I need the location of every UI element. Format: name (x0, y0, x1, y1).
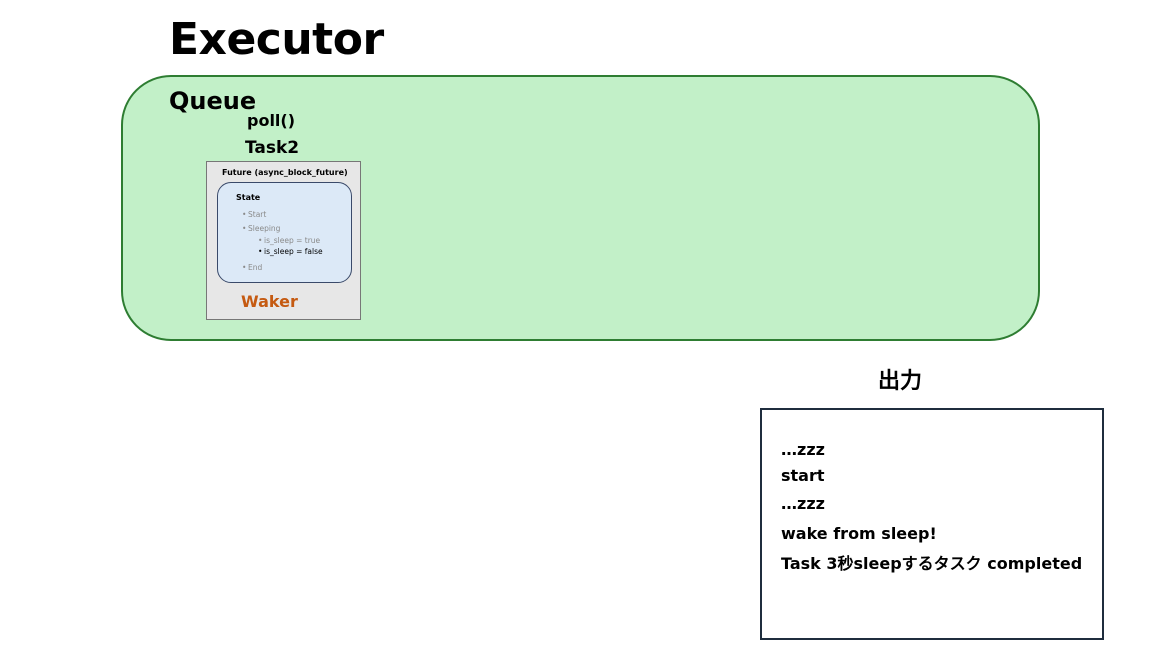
executor-title: Executor (169, 14, 384, 65)
bullet-icon: • (242, 210, 247, 219)
state-item-start: •Start (242, 210, 266, 219)
state-item-is-sleep-true: •is_sleep = true (258, 236, 320, 245)
bullet-icon: • (242, 263, 247, 272)
bullet-icon: • (242, 224, 247, 233)
state-item-label: is_sleep = false (264, 247, 323, 256)
output-box: …zzz start …zzz wake from sleep! Task 3秒… (760, 408, 1104, 640)
output-line: …zzz (781, 440, 825, 459)
bullet-icon: • (258, 247, 263, 256)
output-label: 出力 (878, 369, 923, 394)
state-item-label: Start (248, 210, 267, 219)
output-line: Task 3秒sleepするタスク completed (781, 554, 1083, 573)
future-card: Future (async_block_future) State •Start… (206, 161, 361, 320)
state-item-end: •End (242, 263, 262, 272)
state-box: State •Start •Sleeping •is_sleep = true … (217, 182, 352, 283)
state-item-sleeping: •Sleeping (242, 224, 280, 233)
output-line: wake from sleep! (781, 524, 937, 543)
state-title: State (236, 193, 261, 202)
poll-label: poll() (247, 111, 296, 130)
waker-label: Waker (241, 292, 298, 311)
queue-label: Queue (169, 87, 257, 115)
task-label: Task2 (245, 138, 300, 158)
future-title: Future (async_block_future) (222, 168, 348, 177)
state-item-label: Sleeping (248, 224, 281, 233)
state-item-is-sleep-false: •is_sleep = false (258, 247, 323, 256)
bullet-icon: • (258, 236, 263, 245)
output-line: start (781, 466, 825, 485)
state-item-label: End (248, 263, 263, 272)
state-item-label: is_sleep = true (264, 236, 321, 245)
output-line: …zzz (781, 494, 825, 513)
